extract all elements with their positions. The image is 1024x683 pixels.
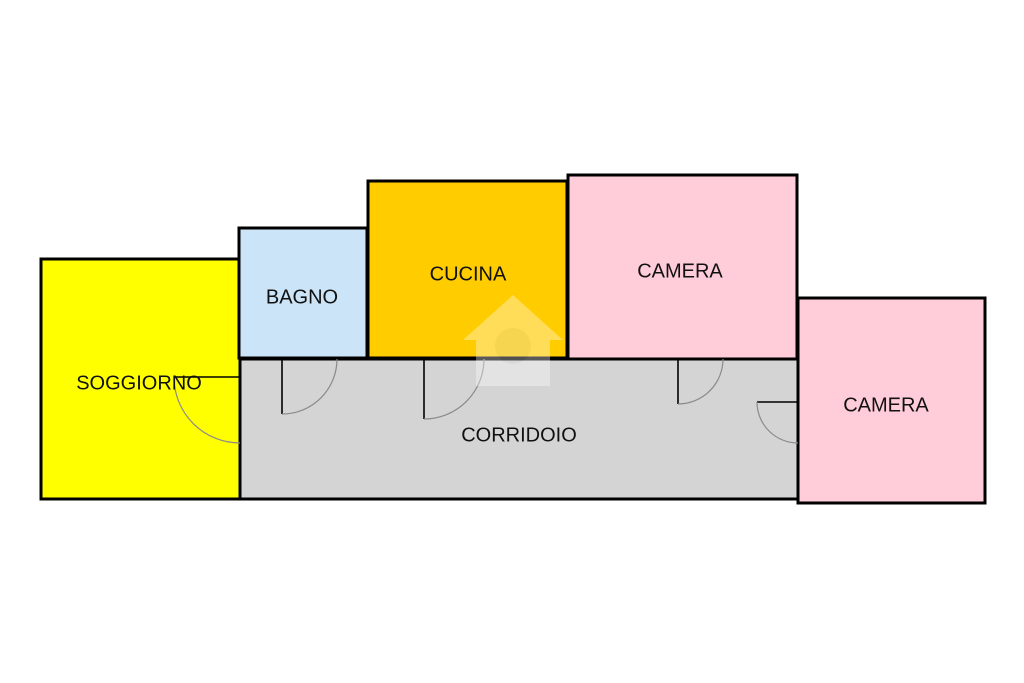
label-soggiorno: SOGGIORNO (76, 372, 202, 394)
door-camera-1 (677, 358, 724, 405)
room-corridoio[interactable] (238, 357, 800, 501)
door-bagno (281, 358, 338, 415)
label-camera-2: CAMERA (843, 394, 929, 416)
door-camera-2 (756, 401, 799, 444)
label-corridoio: CORRIDOIO (461, 424, 577, 446)
room-camera-1[interactable] (566, 173, 799, 361)
label-camera-1: CAMERA (637, 260, 723, 282)
room-bagno[interactable] (237, 226, 369, 360)
label-bagno: BAGNO (266, 286, 338, 308)
room-soggiorno[interactable] (39, 257, 242, 501)
room-cucina[interactable] (366, 179, 569, 360)
room-camera-2[interactable] (796, 296, 987, 505)
door-cucina (423, 358, 485, 420)
label-cucina: CUCINA (430, 263, 507, 285)
watermark-logo (463, 295, 563, 386)
door-soggiorno (173, 376, 241, 444)
